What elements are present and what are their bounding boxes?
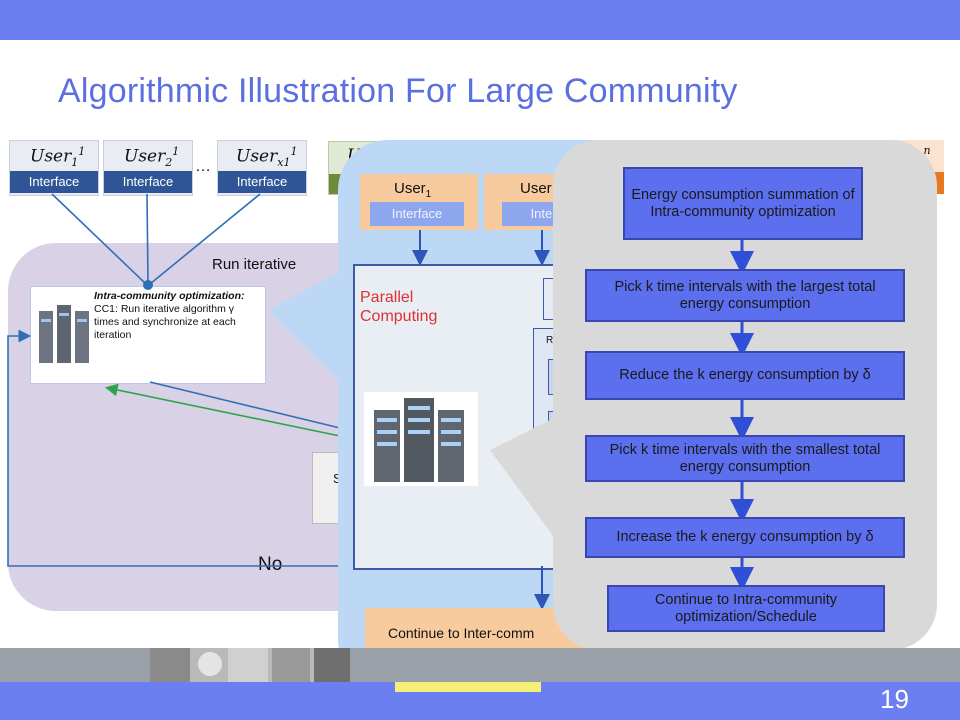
user-2-interface: Interface <box>104 171 192 193</box>
server-rack-icon <box>374 398 464 482</box>
user-1-interface: Interface <box>10 171 98 193</box>
connector-userx1 <box>149 193 261 285</box>
user-1-box: User11 Interface <box>9 140 99 196</box>
user-2-box: User21 Interface <box>103 140 193 196</box>
inner-user-1-interface: Interface <box>370 202 464 226</box>
flow-step-increase: Increase the k energy consumption by δ <box>585 517 905 558</box>
parallel-computing-label: Parallel Computing <box>360 289 438 325</box>
intra-community-heading: Intra-community optimization: <box>94 290 245 302</box>
flow-step-reduce: Reduce the k energy consumption by δ <box>585 351 905 400</box>
flow-step-energy-summation: Energy consumption summation of Intra-co… <box>623 167 863 240</box>
connector-no-loop <box>7 329 340 567</box>
intra-community-body: CC1: Run iterative algorithm γ times and… <box>94 303 236 341</box>
inner-user-1-label: User1 <box>394 180 432 200</box>
user-x1-label: Userx11 <box>236 145 298 170</box>
page-number: 19 <box>880 684 909 714</box>
user-2-label: User21 <box>124 145 180 170</box>
connector-green-back <box>104 383 341 437</box>
yellow-strip <box>395 682 541 692</box>
user-x1-interface: Interface <box>218 171 306 193</box>
slide-title: Algorithmic Illustration For Large Commu… <box>58 72 738 110</box>
connector-user1 <box>51 193 147 285</box>
server-image <box>364 392 478 486</box>
connector-blue-out <box>149 381 341 429</box>
server-stack-icon <box>39 305 89 363</box>
footer-photo-icon <box>150 648 350 682</box>
user-x1-box: Userx11 Interface <box>217 140 307 196</box>
intra-community-box <box>30 286 266 384</box>
r-fragment: R <box>546 335 554 346</box>
ellipsis: … <box>195 158 211 175</box>
flow-step-pick-largest: Pick k time intervals with the largest t… <box>585 269 905 322</box>
flow-step-pick-smallest: Pick k time intervals with the smallest … <box>585 435 905 482</box>
user-1-label: User11 <box>30 145 86 170</box>
footer-band <box>0 648 960 682</box>
intra-community-text: Intra-community optimization: CC1: Run i… <box>94 290 262 342</box>
flow-step-continue-intra: Continue to Intra-community optimization… <box>607 585 885 632</box>
continue-inter-text: Continue to Inter-comm <box>388 625 535 641</box>
no-label: No <box>258 554 283 575</box>
inner-user-2-label: User <box>520 180 552 197</box>
footer-photo-strip <box>150 648 350 682</box>
top-accent-bar <box>0 0 960 40</box>
s-fragment: S <box>333 471 342 486</box>
junction-dot <box>143 280 153 290</box>
connector-user2 <box>146 193 149 285</box>
inner-user-1-box: User1 Interface <box>360 174 478 230</box>
run-iterative-text: Run iterative <box>212 256 297 273</box>
